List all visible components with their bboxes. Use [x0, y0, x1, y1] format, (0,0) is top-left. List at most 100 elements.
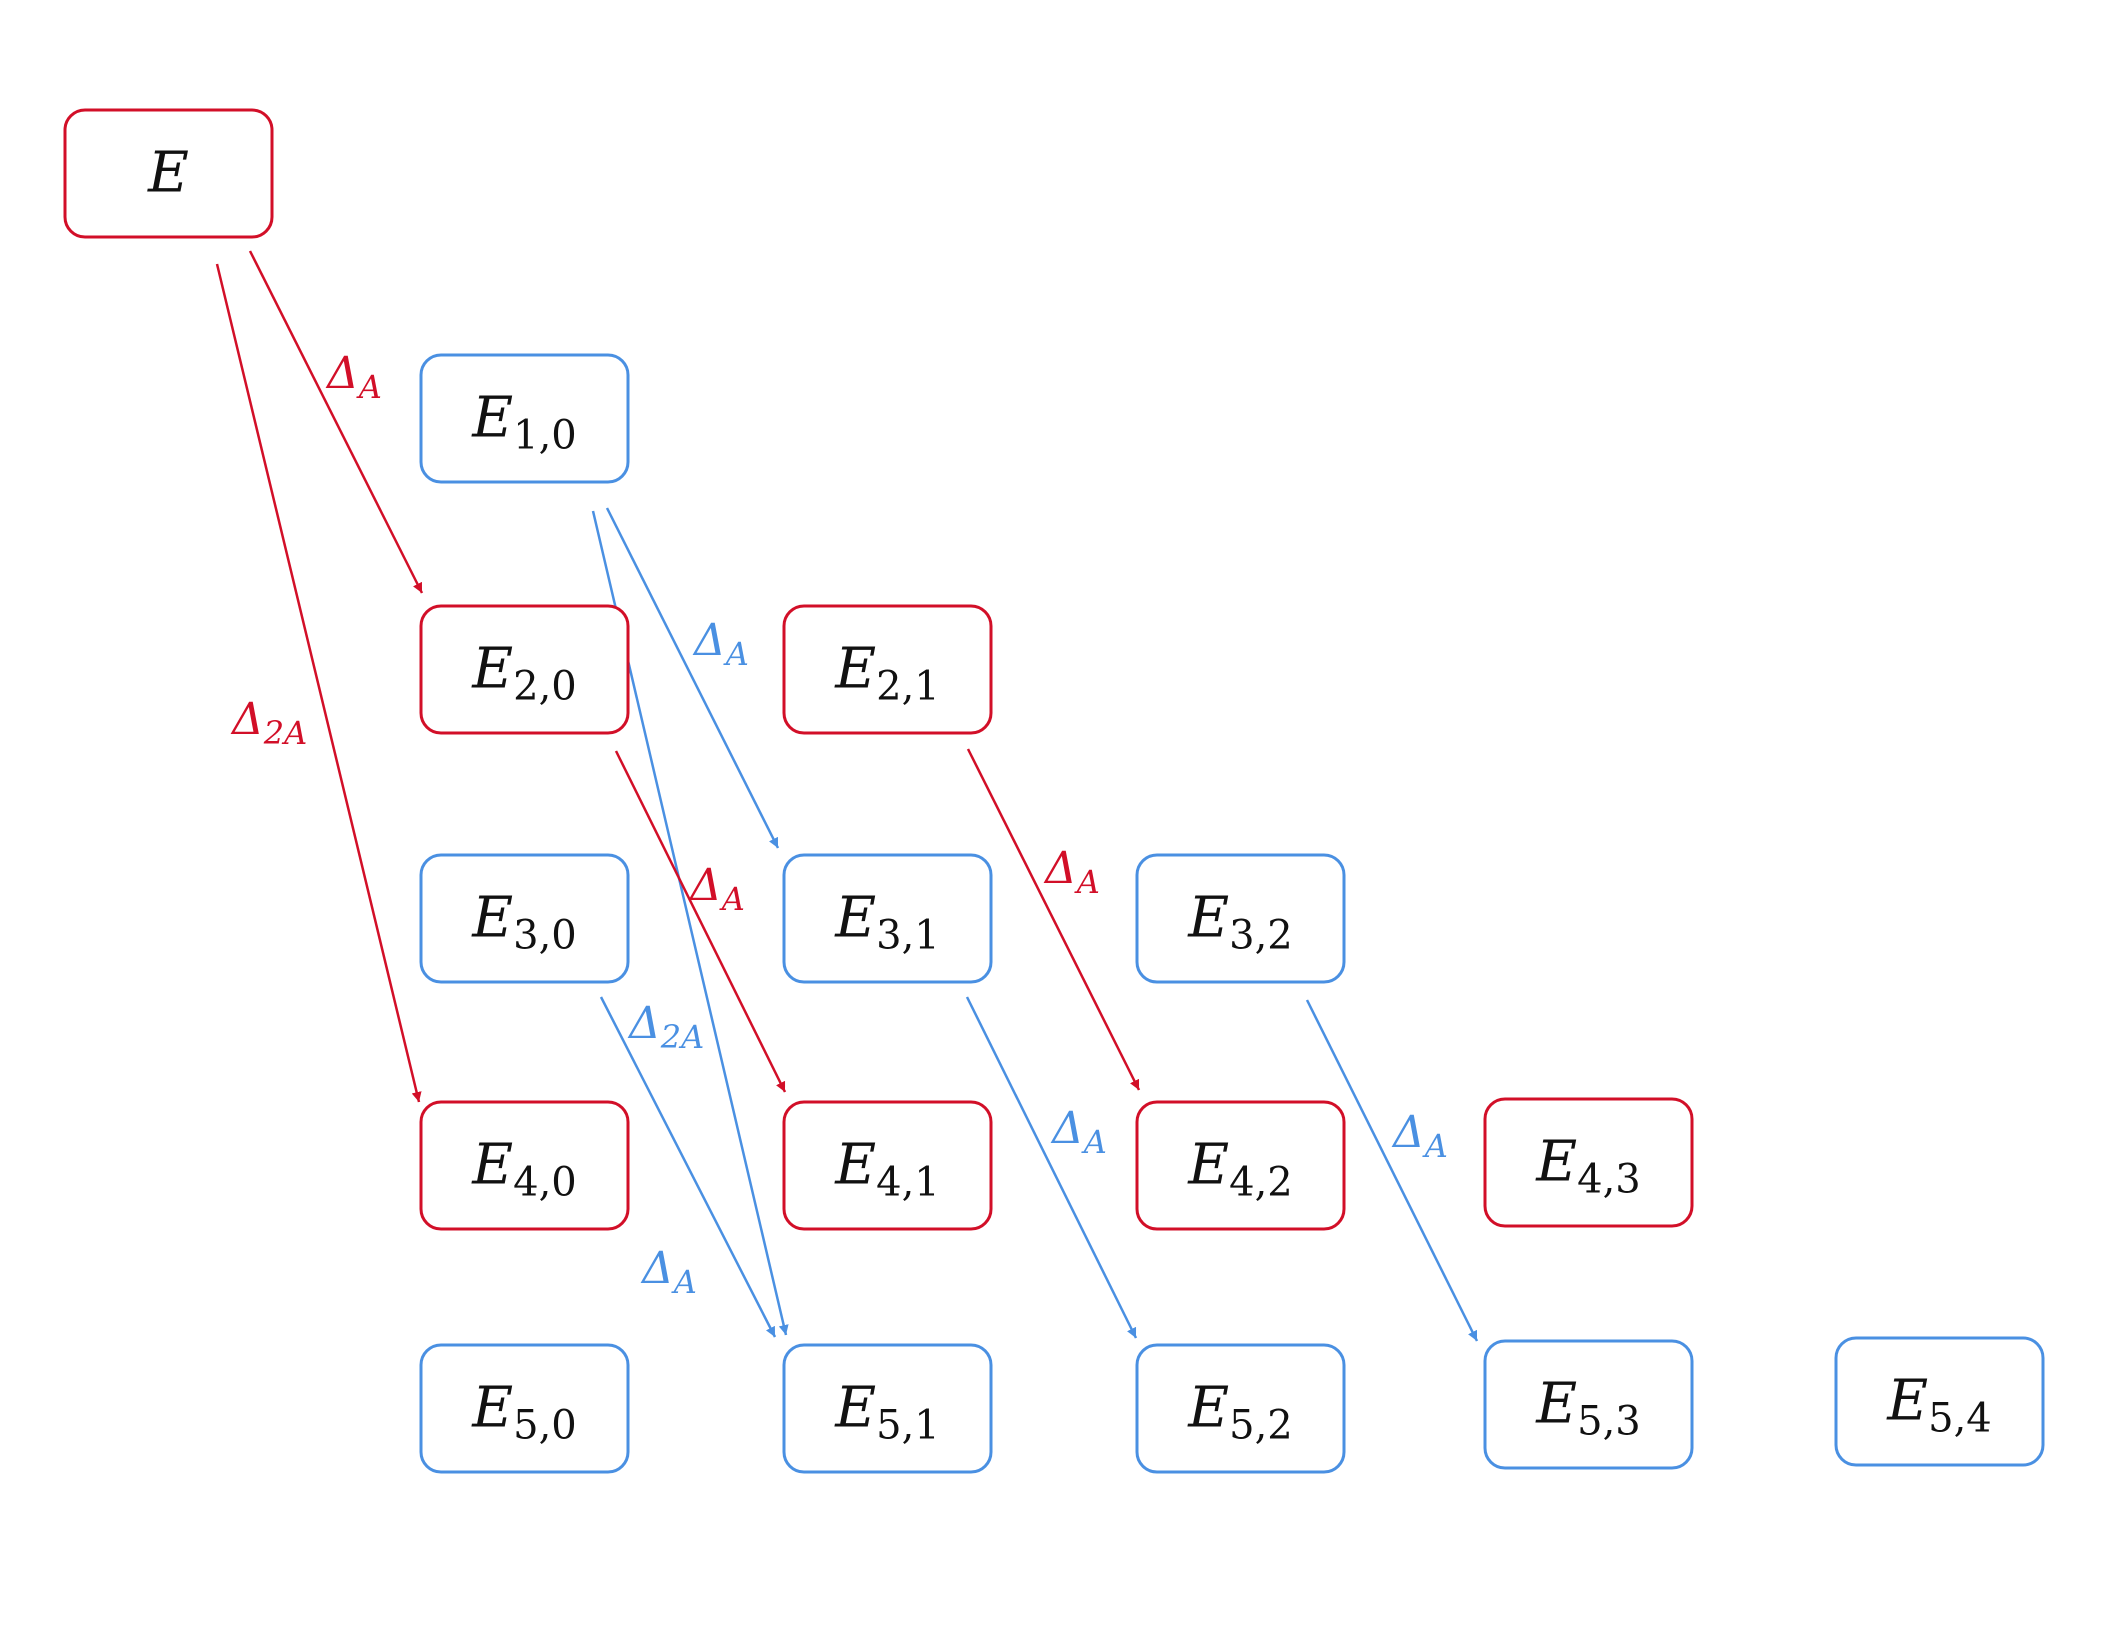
node-label-main: E: [1187, 1133, 1229, 1198]
node-box: [419, 1100, 630, 1231]
node-box: [419, 853, 630, 984]
node-label: E2,0: [471, 637, 577, 710]
node-label: E5,3: [1535, 1372, 1641, 1445]
edge-arrow: [605, 507, 780, 849]
edge-label-text: Δ2A: [627, 998, 704, 1056]
node-box: [782, 853, 993, 984]
edge-label-sub: A: [719, 880, 745, 918]
node-box: [1834, 1336, 2045, 1467]
node-label-sub: 4,1: [876, 1160, 940, 1206]
node-label-main: E: [1187, 1376, 1229, 1441]
edge-label-delta: Δ: [230, 694, 264, 745]
node-label-main: E: [471, 886, 513, 951]
node-label-sub: 3,2: [1229, 913, 1293, 959]
edge-arrow: [965, 996, 1138, 1339]
edge-label-sub: 2A: [660, 1018, 704, 1056]
edge-label: Δ2A: [230, 694, 307, 752]
edge-label: ΔA: [325, 348, 382, 406]
edge-label-text: ΔA: [688, 860, 745, 918]
node-label-main: E: [471, 1376, 513, 1441]
node-box: [419, 1343, 630, 1474]
node-box: [1483, 1339, 1694, 1470]
node-label: E5,4: [1886, 1369, 1992, 1442]
edge-label-sub: A: [723, 635, 749, 673]
node-label: E4,0: [471, 1133, 577, 1206]
node-box: [1135, 1100, 1346, 1231]
node-label: E5,2: [1187, 1376, 1293, 1449]
node-label-sub: 5,0: [513, 1403, 577, 1449]
edge-label-delta: Δ: [1043, 843, 1077, 894]
edge-e-e40: Δ2A: [215, 263, 422, 1103]
node-label-sub: 5,4: [1928, 1396, 1992, 1442]
node-box: [1483, 1097, 1694, 1228]
node-label-sub: 3,0: [513, 913, 577, 959]
node-box: [1135, 853, 1346, 984]
node-box: [782, 1343, 993, 1474]
node-e50: E5,0: [419, 1343, 630, 1474]
edge-e31-e52: ΔA: [965, 996, 1138, 1339]
edge-arrow: [966, 748, 1141, 1091]
node-e40: E4,0: [419, 1100, 630, 1231]
node-label-sub: 2,1: [876, 664, 940, 710]
edge-arrow: [599, 996, 777, 1338]
edge-label-delta: Δ: [640, 1243, 674, 1294]
edge-e32-e53: ΔA: [1305, 999, 1479, 1342]
node-label-main: E: [834, 1133, 876, 1198]
node-label-sub: 4,0: [513, 1160, 577, 1206]
node-label-main: E: [834, 637, 876, 702]
node-e43: E4,3: [1483, 1097, 1694, 1228]
edge-arrow: [215, 263, 422, 1103]
node-box: [782, 604, 993, 735]
node-e42: E4,2: [1135, 1100, 1346, 1231]
node-e30: E3,0: [419, 853, 630, 984]
edge-label-text: ΔA: [640, 1243, 697, 1301]
node-label: E5,1: [834, 1376, 940, 1449]
node-e31: E3,1: [782, 853, 993, 984]
node-label: E2,1: [834, 637, 940, 710]
node-box: [419, 604, 630, 735]
edge-label-text: ΔA: [692, 615, 749, 673]
edge-e21-e42: ΔA: [966, 748, 1141, 1091]
edge-arrow: [248, 250, 424, 594]
edge-label: ΔA: [1043, 843, 1100, 901]
node-label: E4,1: [834, 1133, 940, 1206]
node-e32: E3,2: [1135, 853, 1346, 984]
edge-arrow: [1305, 999, 1479, 1342]
edge-label-sub: 2A: [263, 714, 307, 752]
node-e20: E2,0: [419, 604, 630, 735]
edge-label-text: ΔA: [1043, 843, 1100, 901]
edge-label-sub: A: [1081, 1123, 1107, 1161]
node-label-main: E: [471, 637, 513, 702]
edge-e20-e41: ΔA: [614, 750, 787, 1093]
node-label-sub: 5,1: [876, 1403, 940, 1449]
edge-e10-e31: ΔA: [605, 507, 780, 849]
node-label: E1,0: [471, 386, 577, 459]
node-label: E4,3: [1535, 1130, 1641, 1203]
edge-label: Δ2A: [627, 998, 704, 1056]
node-label-main: E: [1187, 886, 1229, 951]
node-label: E3,1: [834, 886, 940, 959]
edge-label-sub: A: [1422, 1127, 1448, 1165]
node-label-main: E: [1535, 1130, 1577, 1195]
node-label-main: E: [471, 1133, 513, 1198]
edge-label-delta: Δ: [688, 860, 722, 911]
node-box: [1135, 1343, 1346, 1474]
node-label: E5,0: [471, 1376, 577, 1449]
node-label-main: E: [147, 141, 189, 206]
edge-label-sub: A: [356, 368, 382, 406]
edge-label-sub: A: [1074, 863, 1100, 901]
edge-e30-e51: ΔA: [599, 996, 777, 1338]
node-e52: E5,2: [1135, 1343, 1346, 1474]
node-e10: E1,0: [419, 353, 630, 484]
node-e51: E5,1: [782, 1343, 993, 1474]
node-label: E: [147, 141, 189, 206]
edge-label-delta: Δ: [692, 615, 726, 666]
node-label: E3,0: [471, 886, 577, 959]
edge-label-sub: A: [671, 1263, 697, 1301]
edge-arrow: [614, 750, 787, 1093]
node-label-main: E: [1535, 1372, 1577, 1437]
edge-label-text: ΔA: [325, 348, 382, 406]
node-e21: E2,1: [782, 604, 993, 735]
